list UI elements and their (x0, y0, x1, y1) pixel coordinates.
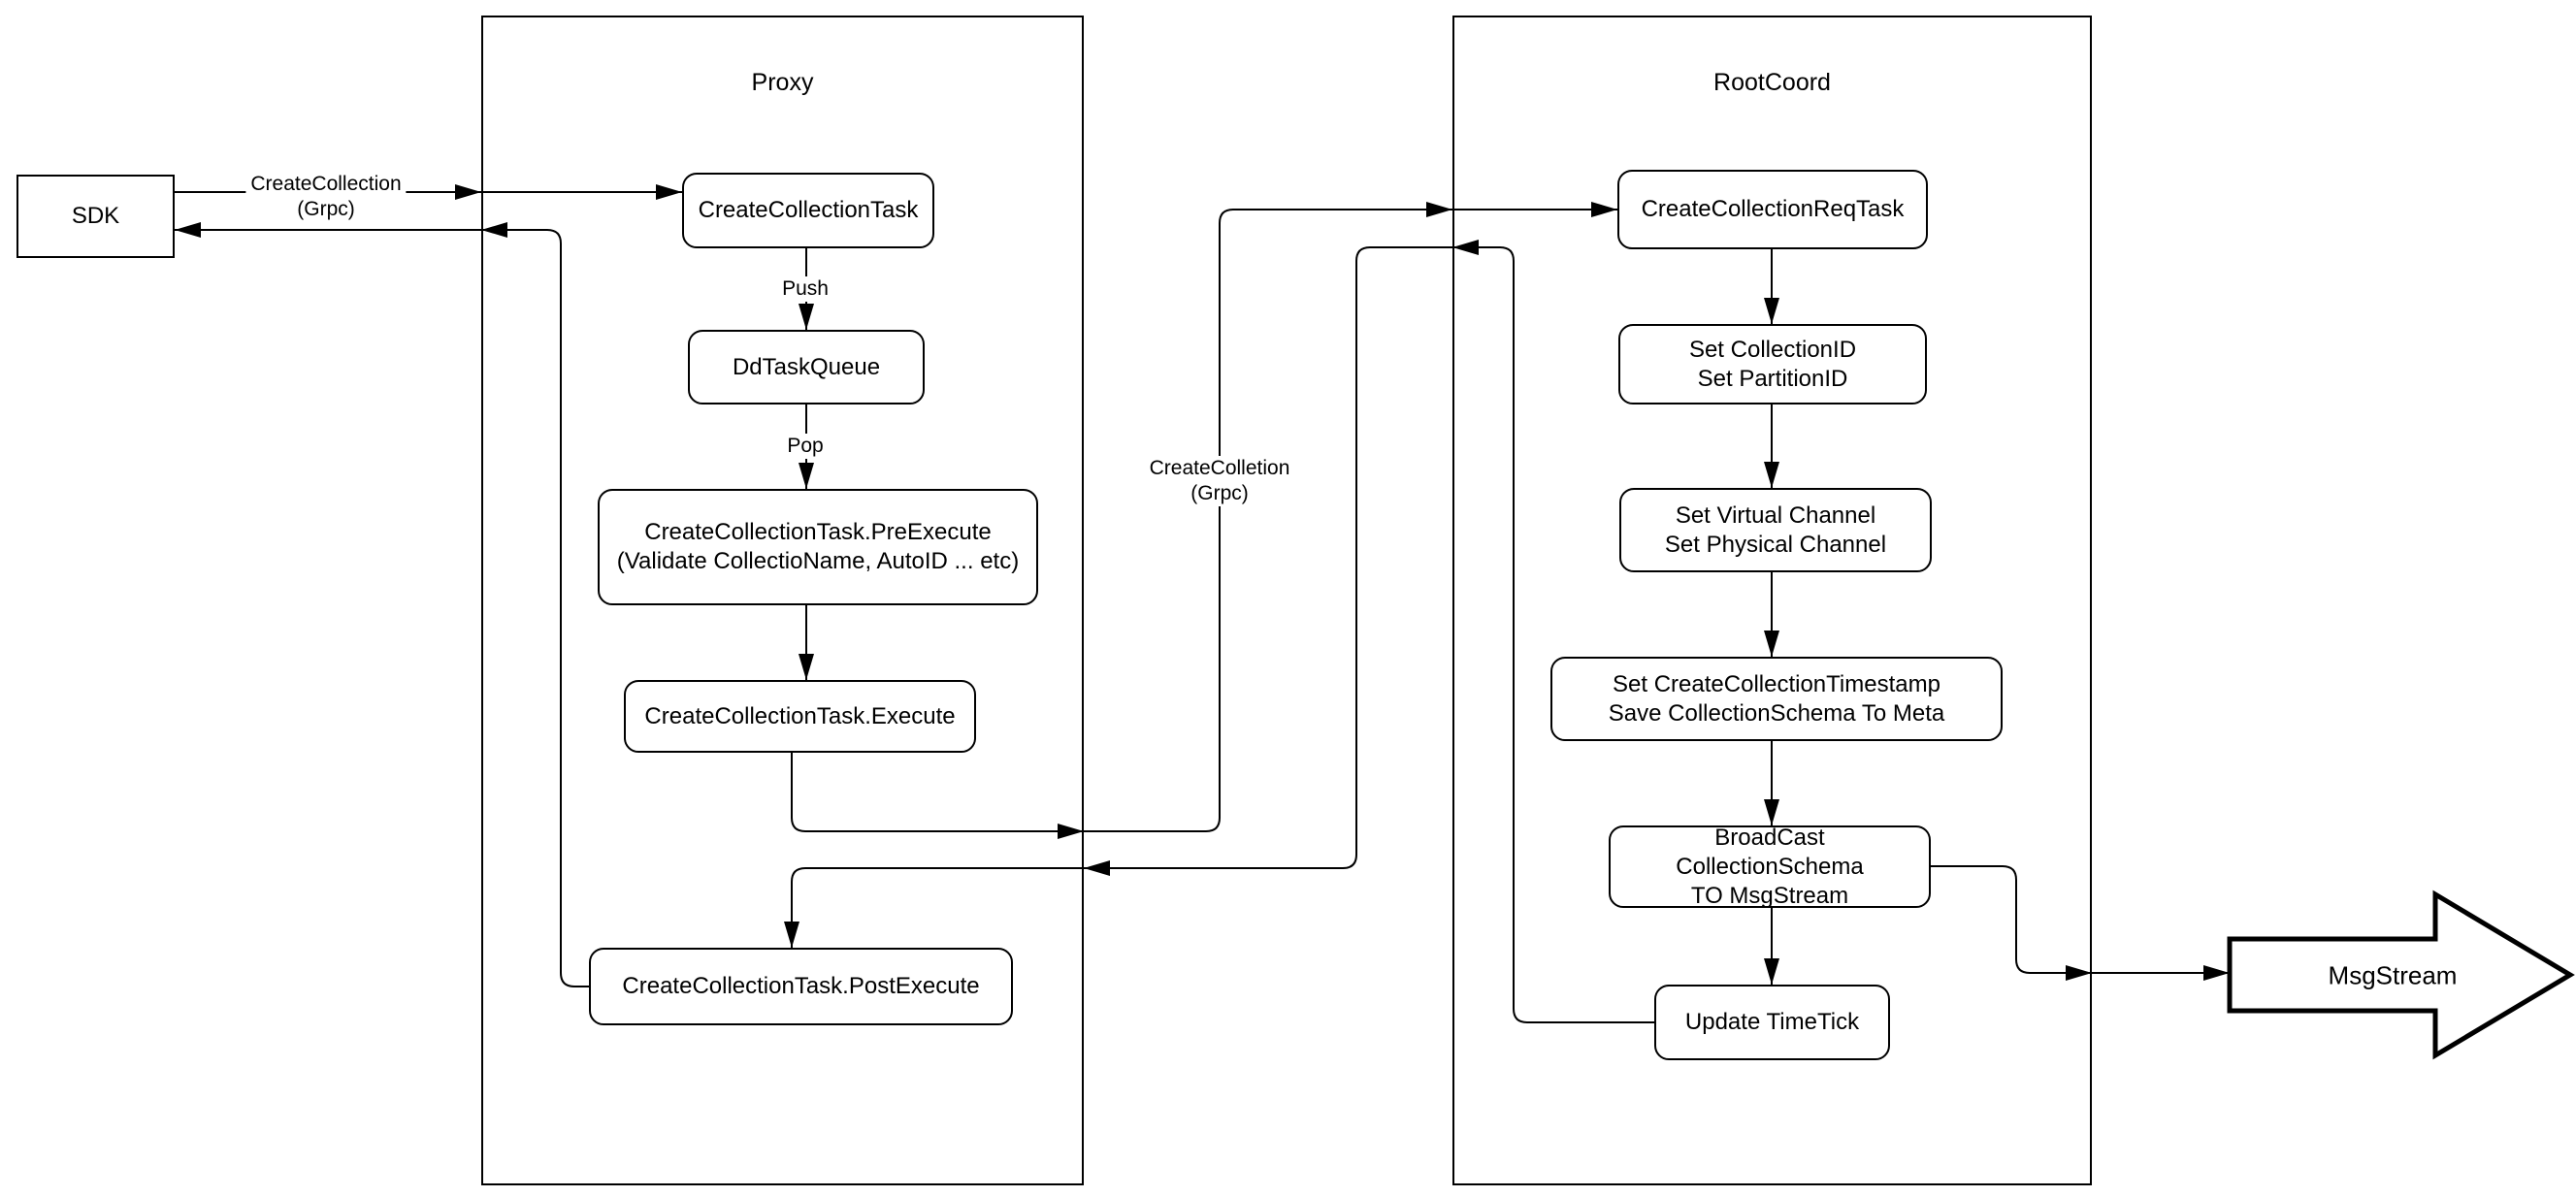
edge-proxy-border-to-postexecute (784, 867, 1084, 948)
node-dd-task-queue: DdTaskQueue (688, 330, 925, 404)
rootcoord-title: RootCoord (1713, 69, 1831, 96)
edge-rootcoord-to-proxy-border (1084, 246, 1452, 876)
node-postexecute: CreateCollectionTask.PostExecute (589, 948, 1013, 1025)
edge-proxy-to-rootcoord-border (1084, 202, 1452, 832)
rootcoord-container: RootCoord (1452, 16, 2092, 1185)
edge-execute-to-proxy-border (791, 753, 1084, 839)
edge-label-push: Push (777, 276, 833, 302)
node-preexecute: CreateCollectionTask.PreExecute (Validat… (598, 489, 1038, 605)
edge-label-createcollection-grpc: CreateCollection (Grpc) (245, 172, 407, 222)
node-create-collection-task: CreateCollectionTask (682, 173, 934, 248)
node-create-collection-req-task: CreateCollectionReqTask (1617, 170, 1928, 249)
node-set-channels: Set Virtual Channel Set Physical Channel (1619, 488, 1932, 572)
edge-timetick-to-rootcoord-border (1452, 240, 1654, 1023)
proxy-container: Proxy (481, 16, 1084, 1185)
edge-postexecute-to-proxy-border (481, 222, 589, 987)
msgstream-arrow-shape (2227, 890, 2575, 1060)
proxy-title: Proxy (751, 69, 814, 96)
node-set-timestamp-save-schema: Set CreateCollectionTimestamp Save Colle… (1550, 657, 2003, 741)
msgstream-label: MsgStream (2328, 960, 2458, 990)
edge-label-pop: Pop (782, 434, 829, 459)
node-update-timetick: Update TimeTick (1654, 985, 1890, 1060)
node-broadcast-schema: BroadCast CollectionSchema TO MsgStream (1609, 825, 1931, 909)
edge-label-createcolletion-grpc: CreateColletion (Grpc) (1144, 456, 1295, 506)
node-execute: CreateCollectionTask.Execute (624, 680, 976, 753)
edge-broadcast-to-rootcoord-border (1931, 865, 2092, 981)
node-sdk: SDK (16, 175, 175, 258)
node-set-collection-partition-id: Set CollectionID Set PartitionID (1618, 324, 1927, 404)
